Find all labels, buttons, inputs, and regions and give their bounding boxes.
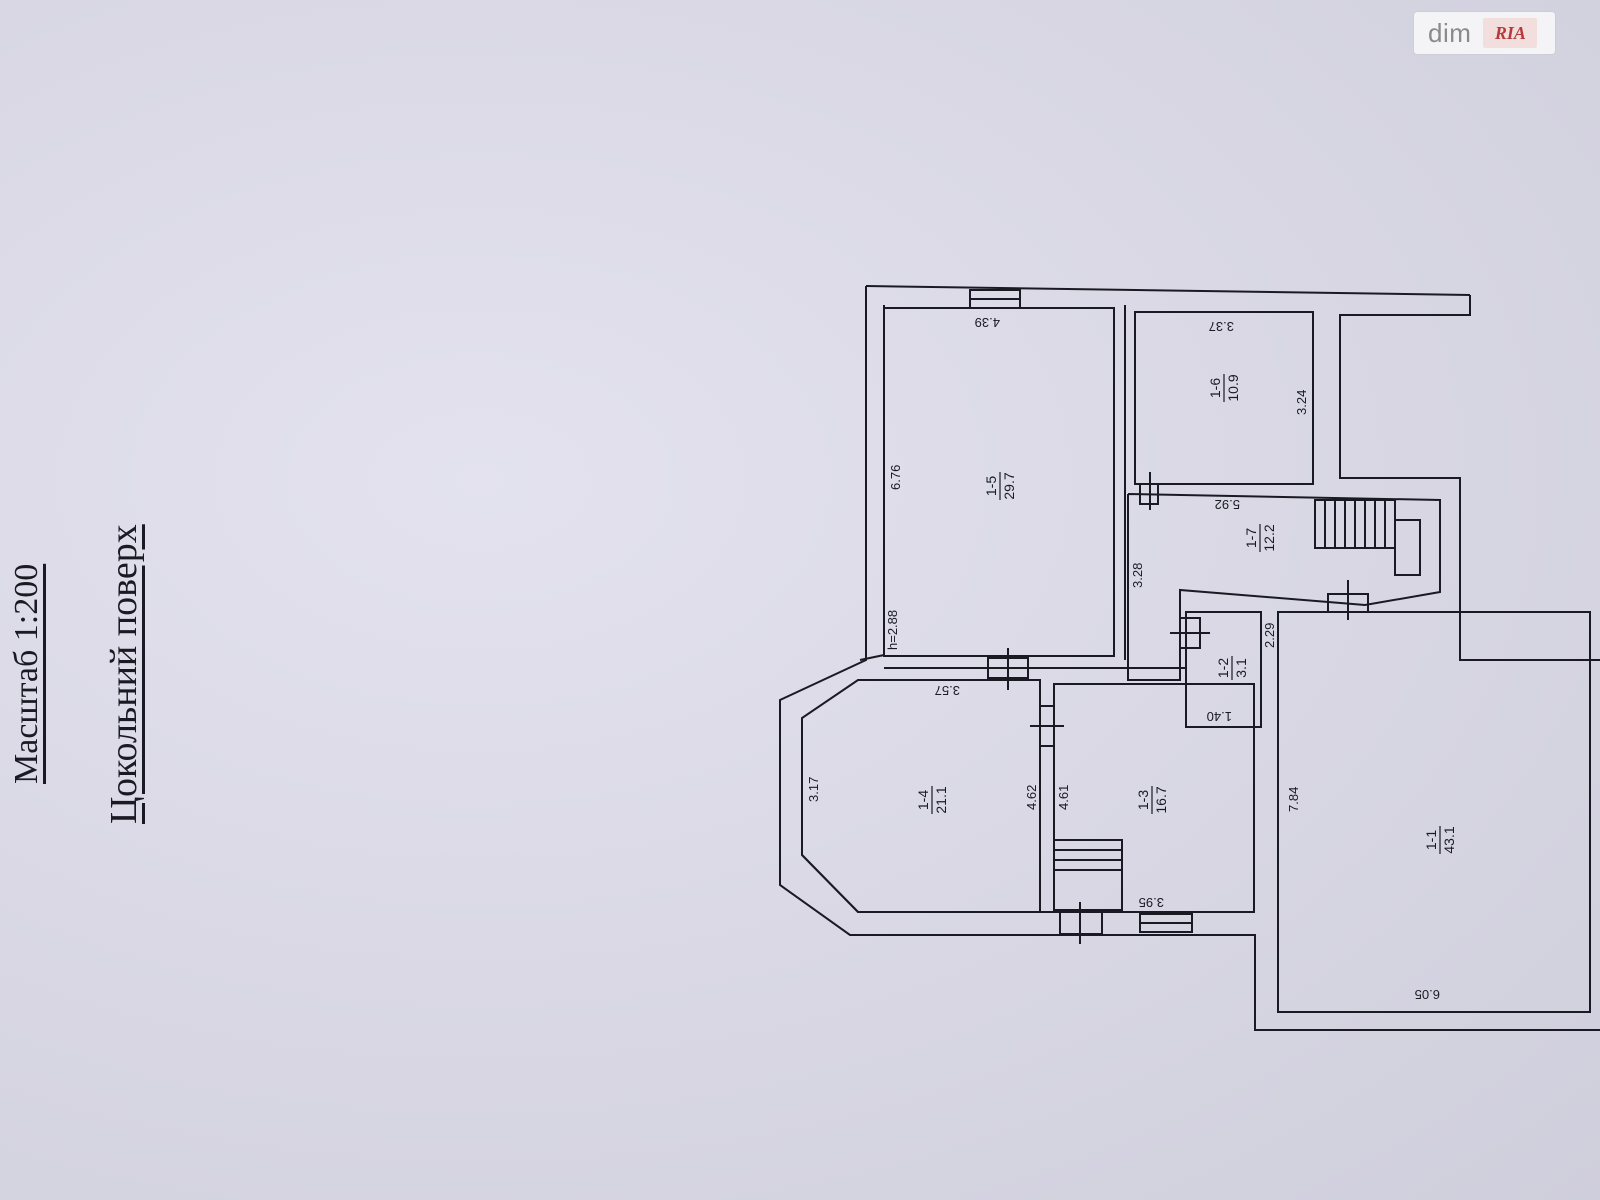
dim-1-5-height: h=2.88 <box>885 610 900 650</box>
room-1-5-outline <box>883 307 1115 657</box>
stairs-1-3 <box>1053 839 1123 911</box>
dim-1-6-side: 3.24 <box>1294 390 1309 415</box>
room-1-3-id: 1-3 <box>1135 790 1151 810</box>
room-1-7-area: 12.2 <box>1261 524 1277 551</box>
room-1-1-id: 1-1 <box>1423 830 1439 850</box>
room-1-1-area: 43.1 <box>1441 826 1457 853</box>
outer-wall <box>1339 295 1600 661</box>
room-1-3-outline <box>1053 683 1255 913</box>
room-1-5-id: 1-5 <box>983 476 999 496</box>
room-1-4-area: 21.1 <box>933 786 949 813</box>
dim-1-6-top: 3.37 <box>1209 319 1234 334</box>
room-1-7-outline <box>1127 493 1441 681</box>
room-1-7-id: 1-7 <box>1243 528 1259 548</box>
dim-1-5-top: 4.39 <box>975 315 1000 330</box>
room-1-3-area: 16.7 <box>1153 786 1169 813</box>
watermark-ria-logo: RIA <box>1483 18 1538 48</box>
dim-1-2-side: 2.29 <box>1262 623 1277 648</box>
dimension-labels: 4.39 6.76 h=2.88 3.37 3.24 5.92 3.28 2.2… <box>806 315 1440 1002</box>
room-1-2-id: 1-2 <box>1215 658 1231 678</box>
room-labels: 1-1 43.1 1-2 3.1 1-3 16.7 1-4 21.1 1-5 <box>915 374 1457 854</box>
room-1-5-area: 29.7 <box>1001 472 1017 499</box>
dim-1-7-side: 3.28 <box>1130 563 1145 588</box>
room-1-4-outline <box>801 679 1041 913</box>
dim-1-5-side: 6.76 <box>888 465 903 490</box>
room-1-2-area: 3.1 <box>1233 658 1249 678</box>
room-1-2-outline <box>1185 611 1262 728</box>
room-1-6-outline <box>1134 311 1314 485</box>
outer-wall-bottom <box>779 286 1600 1031</box>
room-1-6-area: 10.9 <box>1225 374 1241 401</box>
room-1-4-id: 1-4 <box>915 790 931 810</box>
dim-1-4-left: 3.17 <box>806 777 821 802</box>
watermark-dim-text: dim <box>1428 17 1472 48</box>
dim-1-2-bottom: 1.40 <box>1207 709 1232 724</box>
dim-1-7-top: 5.92 <box>1215 497 1240 512</box>
dim-1-1-bottom: 6.05 <box>1415 987 1440 1002</box>
stairs-1-7 <box>1314 499 1421 576</box>
dim-1-4-right: 4.62 <box>1024 785 1039 810</box>
dim-ria-watermark: dim RIA <box>1414 12 1555 54</box>
doors <box>969 289 1369 944</box>
outer-wall-left <box>865 285 1471 296</box>
room-1-6-id: 1-6 <box>1207 378 1223 398</box>
dim-1-3-bottom: 3.95 <box>1139 895 1164 910</box>
dim-1-1-side: 7.84 <box>1286 787 1301 812</box>
dim-1-4-top: 3.57 <box>935 683 960 698</box>
room-1-1-outline <box>1277 611 1591 1013</box>
dim-1-3-side: 4.61 <box>1056 785 1071 810</box>
